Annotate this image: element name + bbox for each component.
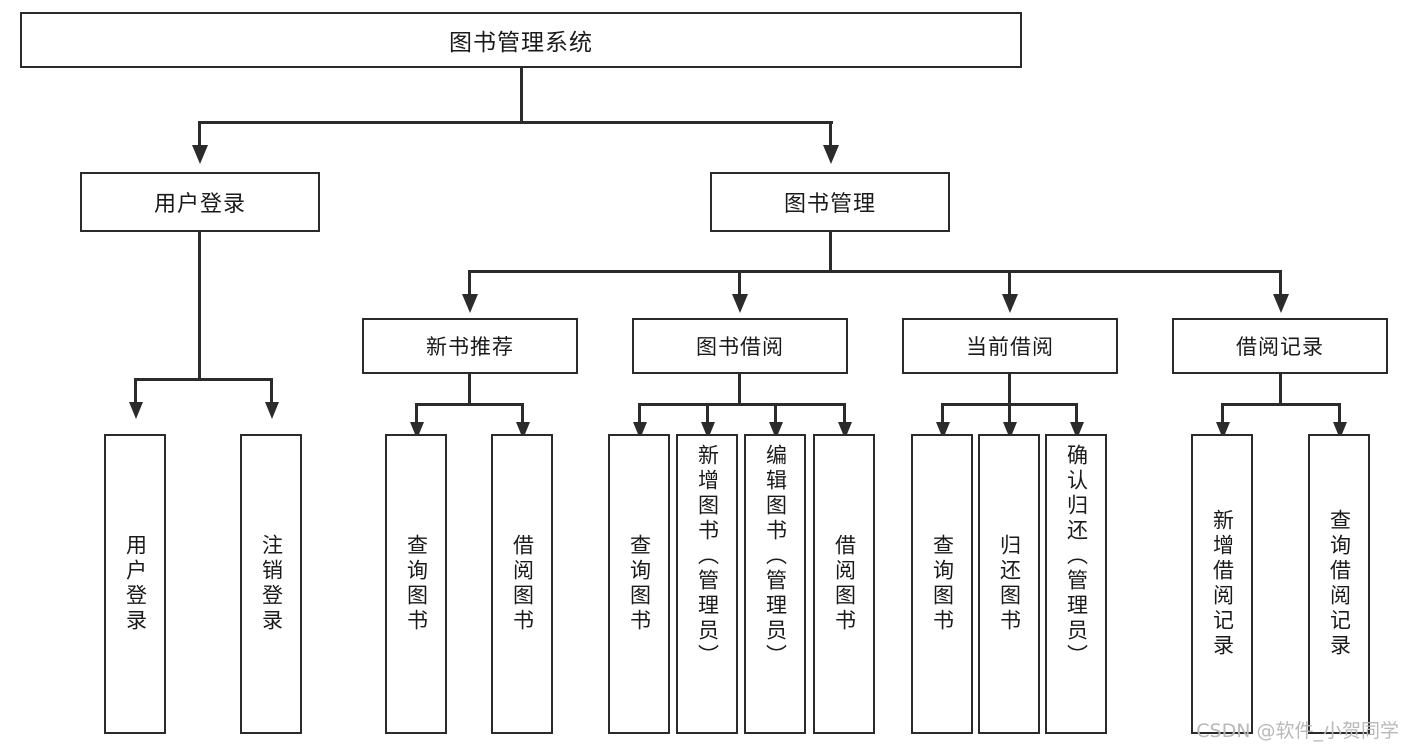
connector-current-borrow-stem — [1008, 374, 1011, 406]
node-label: 新增图书（管理员） — [695, 444, 720, 669]
connector-drop-leaf-user-login — [134, 378, 137, 402]
connector-drop-leaf-return-book — [1008, 403, 1011, 425]
connector-drop-leaf-logout-login — [270, 378, 273, 402]
arrowhead-user-login — [191, 145, 208, 164]
connector-new-book-recommend-stem — [468, 374, 471, 406]
arrowhead-leaf-user-login — [128, 402, 143, 419]
connector-drop-book-management — [829, 121, 832, 145]
node-leaf-confirm-return-admin[interactable]: 确认归还（管理员） — [1045, 434, 1107, 734]
connector-drop-leaf-add-borrow-record — [1221, 403, 1224, 425]
node-leaf-logout-login[interactable]: 注销登录 — [240, 434, 302, 734]
arrowhead-book-borrow — [731, 294, 748, 313]
node-user-login[interactable]: 用户登录 — [80, 172, 320, 232]
node-label: 查询图书 — [404, 534, 429, 634]
node-label: 新书推荐 — [426, 335, 514, 359]
node-label: 图书借阅 — [696, 335, 784, 359]
node-label: 编辑图书（管理员） — [763, 444, 788, 669]
connector-level3-bus — [468, 270, 1282, 273]
connector-book-management-stem — [829, 232, 832, 272]
connector-drop-leaf-confirm-return-admin — [1075, 403, 1078, 425]
connector-drop-leaf-borrow-book-2 — [843, 403, 846, 425]
connector-root-stem — [519, 68, 523, 123]
connector-drop-leaf-borrow-book-1 — [521, 403, 524, 425]
node-label: 用户登录 — [153, 192, 246, 217]
connector-drop-new-book-recommend — [468, 270, 471, 294]
node-leaf-return-book[interactable]: 归还图书 — [978, 434, 1040, 734]
node-label: 图书管理系统 — [449, 30, 593, 56]
node-leaf-add-borrow-record[interactable]: 新增借阅记录 — [1191, 434, 1253, 734]
connector-level2-bus — [198, 121, 833, 124]
node-leaf-query-book-3[interactable]: 查询图书 — [911, 434, 973, 734]
arrowhead-leaf-logout-login — [264, 402, 279, 419]
connector-drop-leaf-query-book-2 — [638, 403, 641, 425]
connector-book-borrow-stem — [738, 374, 741, 406]
node-leaf-query-book-2[interactable]: 查询图书 — [608, 434, 670, 734]
connector-drop-leaf-edit-book-admin — [774, 403, 777, 425]
node-label: 借阅记录 — [1236, 335, 1324, 359]
node-root-book-management-system[interactable]: 图书管理系统 — [20, 12, 1022, 68]
node-leaf-edit-book-admin[interactable]: 编辑图书（管理员） — [744, 434, 806, 734]
node-new-book-recommend[interactable]: 新书推荐 — [362, 318, 578, 374]
node-label: 归还图书 — [997, 534, 1022, 634]
node-label: 确认归还（管理员） — [1064, 444, 1089, 669]
node-label: 用户登录 — [123, 534, 148, 634]
connector-new-book-recommend-bus — [415, 403, 524, 406]
connector-drop-leaf-query-borrow-record — [1338, 403, 1341, 425]
node-leaf-add-book-admin[interactable]: 新增图书（管理员） — [676, 434, 738, 734]
node-leaf-user-login[interactable]: 用户登录 — [104, 434, 166, 734]
connector-drop-user-login — [198, 121, 201, 145]
connector-borrow-record-bus — [1221, 403, 1341, 406]
arrowhead-new-book-recommend — [461, 294, 478, 313]
node-label: 当前借阅 — [966, 335, 1054, 359]
arrowhead-book-management — [822, 145, 839, 164]
node-label: 图书管理 — [783, 192, 876, 217]
connector-user-login-leaf-bus — [134, 378, 273, 381]
node-label: 注销登录 — [259, 534, 284, 634]
connector-drop-borrow-record — [1279, 270, 1282, 294]
node-label: 查询图书 — [930, 534, 955, 634]
node-label: 新增借阅记录 — [1210, 509, 1235, 659]
node-label: 借阅图书 — [832, 534, 857, 634]
node-borrow-record[interactable]: 借阅记录 — [1172, 318, 1388, 374]
connector-drop-current-borrow — [1008, 270, 1011, 294]
connector-book-borrow-bus — [638, 403, 846, 406]
node-leaf-borrow-book-2[interactable]: 借阅图书 — [813, 434, 875, 734]
node-label: 查询图书 — [627, 534, 652, 634]
node-book-management[interactable]: 图书管理 — [710, 172, 950, 232]
arrowhead-current-borrow — [1001, 294, 1018, 313]
node-leaf-query-book-1[interactable]: 查询图书 — [385, 434, 447, 734]
node-label: 查询借阅记录 — [1327, 509, 1352, 659]
connector-drop-leaf-query-book-1 — [415, 403, 418, 425]
connector-drop-leaf-query-book-3 — [941, 403, 944, 425]
node-book-borrow[interactable]: 图书借阅 — [632, 318, 848, 374]
connector-user-login-stem — [198, 232, 201, 380]
connector-drop-leaf-add-book-admin — [706, 403, 709, 425]
node-leaf-query-borrow-record[interactable]: 查询借阅记录 — [1308, 434, 1370, 734]
arrowhead-borrow-record — [1272, 294, 1289, 313]
node-label: 借阅图书 — [510, 534, 535, 634]
node-current-borrow[interactable]: 当前借阅 — [902, 318, 1118, 374]
connector-borrow-record-stem — [1279, 374, 1282, 406]
node-leaf-borrow-book-1[interactable]: 借阅图书 — [491, 434, 553, 734]
connector-drop-book-borrow — [738, 270, 741, 294]
